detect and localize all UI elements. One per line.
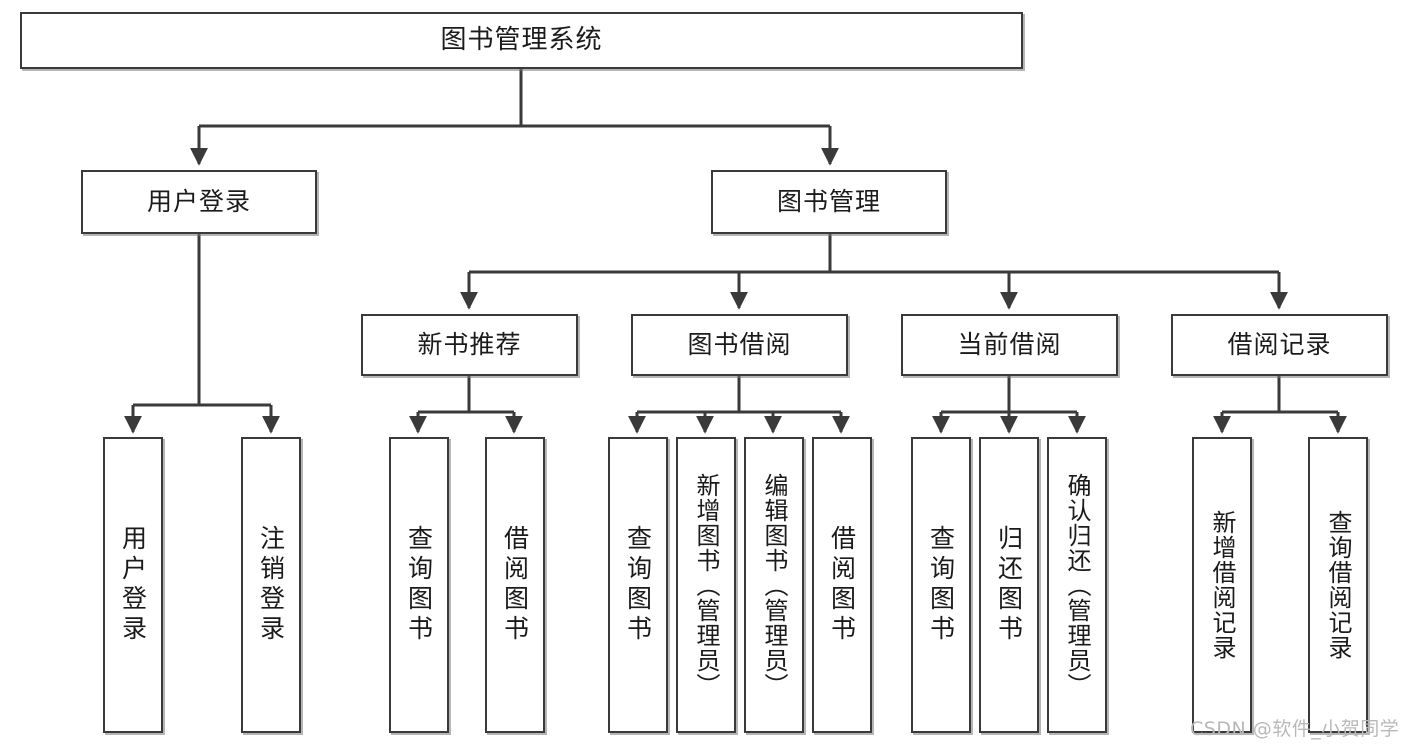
leaf-record-add-borrow-record[interactable]: 新增借阅记录 — [1192, 437, 1252, 733]
leaf-current-confirm-return-admin[interactable]: 确认归还（管理员） — [1047, 437, 1107, 733]
leaf-recommend-query-book[interactable]: 查询图书 — [389, 437, 449, 733]
node-label: 查询图书 — [404, 525, 434, 645]
node-root-system[interactable]: 图书管理系统 — [20, 12, 1023, 69]
node-book-management[interactable]: 图书管理 — [711, 170, 947, 234]
node-label: 注销登录 — [256, 525, 286, 645]
watermark-text: CSDN @软件_小贺同学 — [1190, 718, 1400, 740]
node-label: 新增借阅记录 — [1208, 510, 1236, 660]
leaf-user-login-logout[interactable]: 注销登录 — [241, 437, 301, 733]
node-label: 借阅图书 — [827, 525, 857, 645]
node-label: 当前借阅 — [957, 329, 1062, 359]
node-label: 新增图书（管理员） — [692, 472, 720, 698]
node-label: 查询图书 — [623, 525, 653, 645]
leaf-current-query-book[interactable]: 查询图书 — [911, 437, 971, 733]
node-label: 借阅图书 — [500, 525, 530, 645]
leaf-record-query-borrow-record[interactable]: 查询借阅记录 — [1308, 437, 1368, 733]
node-label: 查询图书 — [926, 525, 956, 645]
node-label: 图书借阅 — [687, 329, 792, 359]
leaf-borrow-edit-book-admin[interactable]: 编辑图书（管理员） — [744, 437, 804, 733]
node-label: 图书管理 — [776, 186, 881, 216]
leaf-current-return-book[interactable]: 归还图书 — [979, 437, 1039, 733]
node-user-login[interactable]: 用户登录 — [81, 170, 317, 234]
node-label: 用户登录 — [146, 186, 251, 216]
node-label: 编辑图书（管理员） — [760, 472, 788, 698]
node-label: 借阅记录 — [1227, 329, 1332, 359]
node-borrow-record[interactable]: 借阅记录 — [1171, 314, 1388, 376]
node-label: 新书推荐 — [417, 329, 522, 359]
leaf-borrow-query-book[interactable]: 查询图书 — [608, 437, 668, 733]
node-label: 归还图书 — [994, 525, 1024, 645]
node-current-borrow[interactable]: 当前借阅 — [901, 314, 1118, 376]
node-label: 确认归还（管理员） — [1063, 472, 1091, 698]
leaf-recommend-borrow-book[interactable]: 借阅图书 — [485, 437, 545, 733]
node-book-borrow[interactable]: 图书借阅 — [631, 314, 848, 376]
leaf-user-login-login[interactable]: 用户登录 — [103, 437, 163, 733]
node-new-book-recommend[interactable]: 新书推荐 — [361, 314, 578, 376]
leaf-borrow-add-book-admin[interactable]: 新增图书（管理员） — [676, 437, 736, 733]
node-label: 查询借阅记录 — [1324, 510, 1352, 660]
node-label: 图书管理系统 — [440, 24, 603, 55]
node-label: 用户登录 — [118, 525, 148, 645]
leaf-borrow-borrow-book[interactable]: 借阅图书 — [812, 437, 872, 733]
